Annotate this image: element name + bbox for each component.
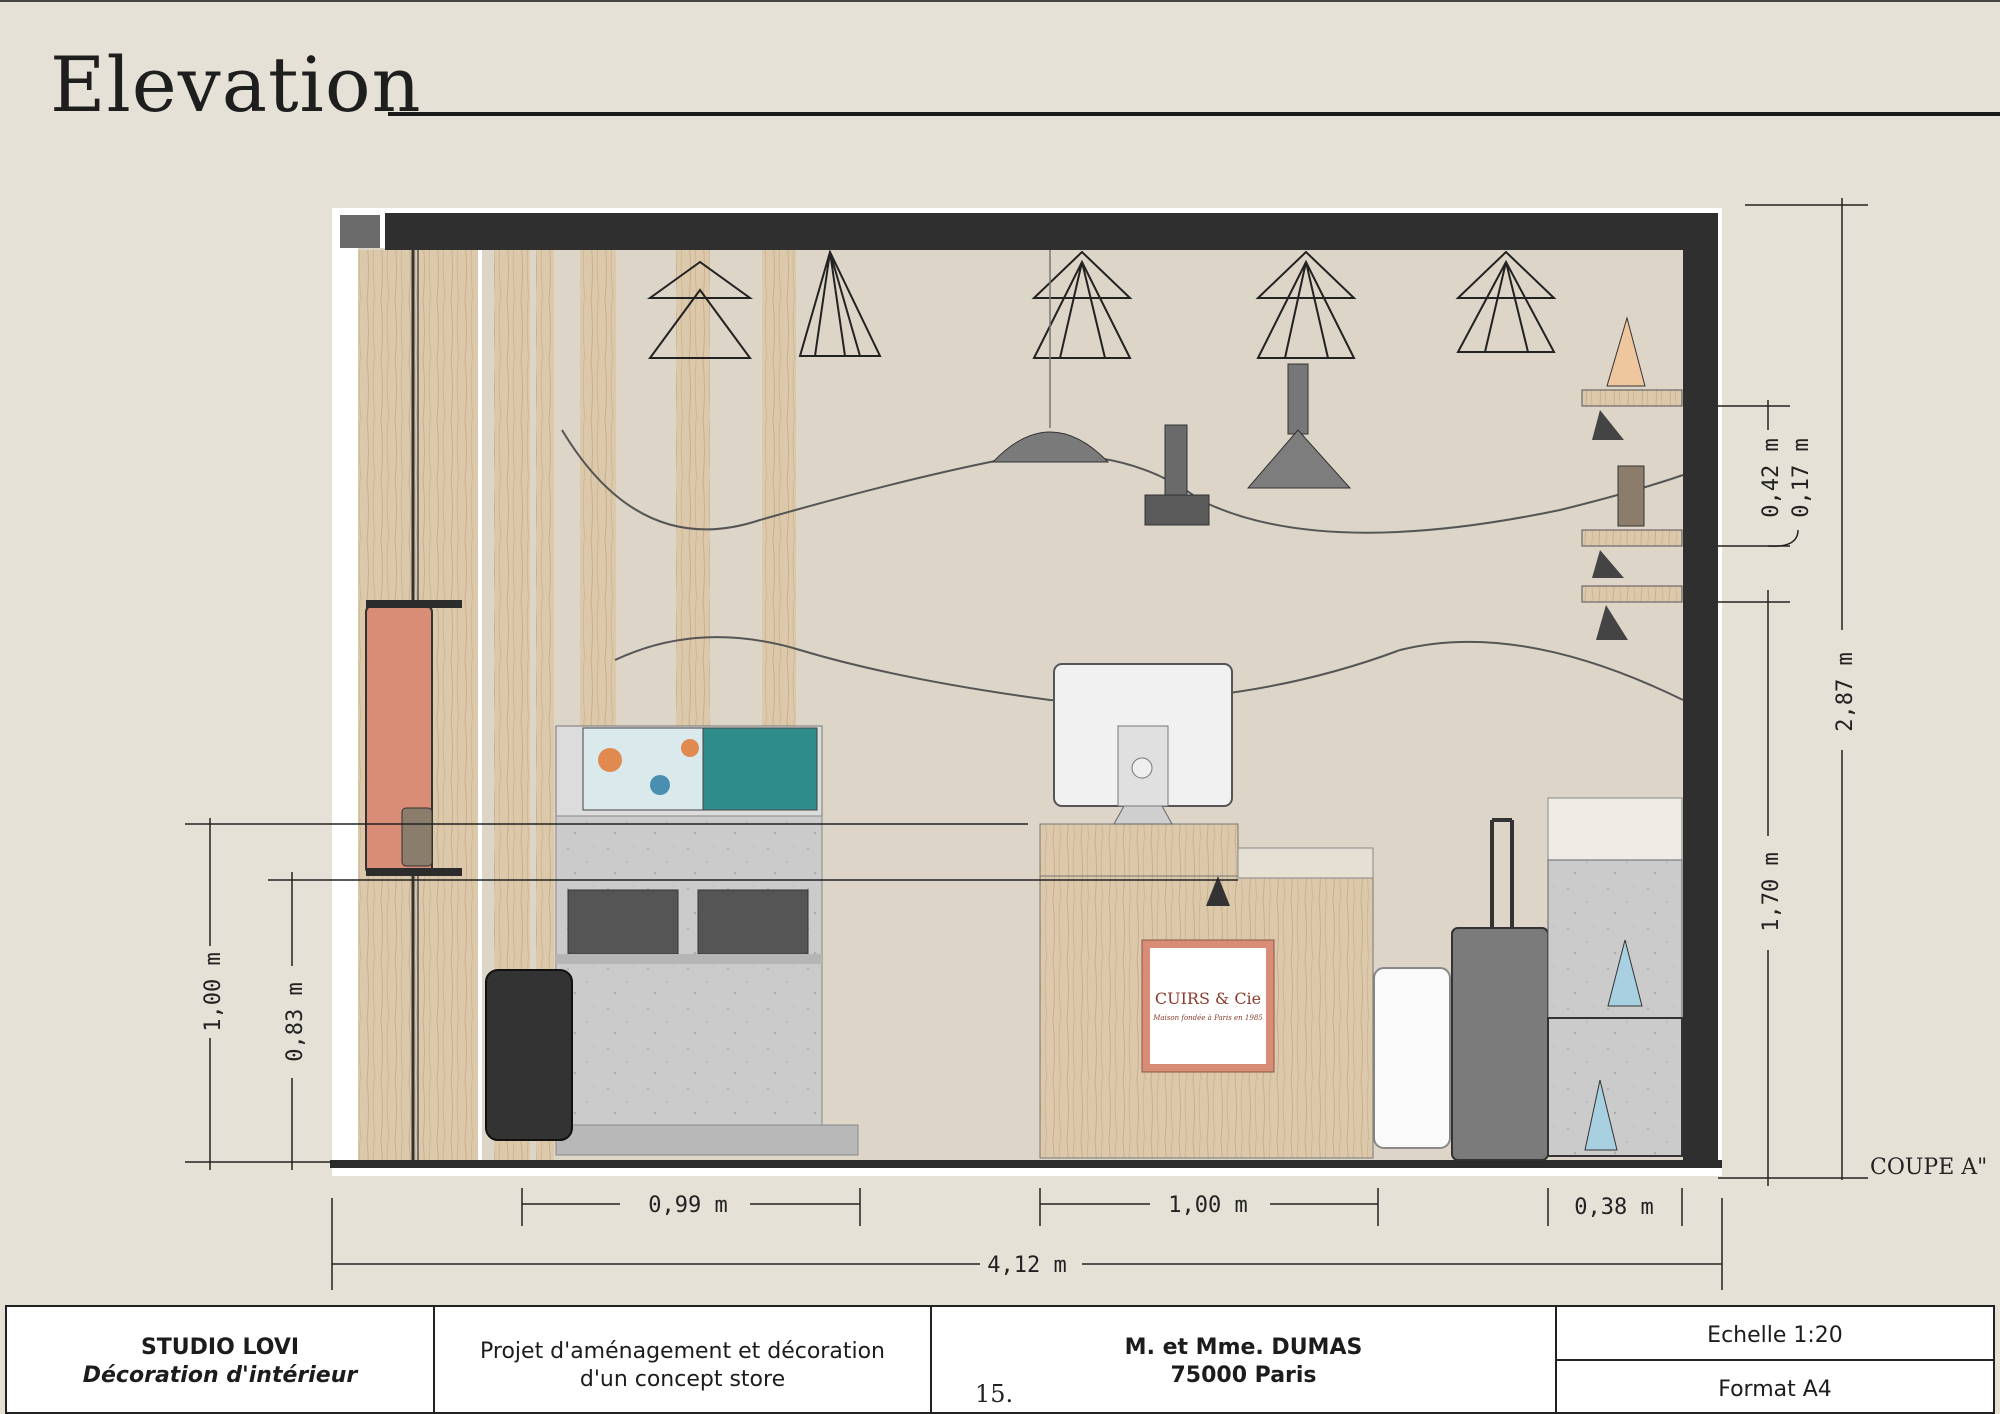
studio-cell: STUDIO LOVI Décoration d'intérieur <box>7 1307 435 1412</box>
concrete-storage-unit <box>1547 797 1683 1157</box>
computer-monitor <box>1053 663 1233 825</box>
scale-format-cell: Echelle 1:20 Format A4 <box>1557 1307 1993 1412</box>
studio-subtitle: Décoration d'intérieur <box>82 1363 358 1388</box>
white-suitcase <box>1373 967 1451 1149</box>
counter-sign-brand: CUIRS & Cie <box>1155 989 1261 1008</box>
wire-pendant-lights <box>646 249 1557 359</box>
dim-total-width: 4,12 m <box>987 1253 1066 1278</box>
title-underline <box>388 112 2000 116</box>
top-border-line <box>0 0 2000 2</box>
client-name: M. et Mme. DUMAS <box>1124 1335 1363 1360</box>
ceiling-beam <box>385 213 1718 250</box>
studio-name: STUDIO LOVI <box>140 1335 300 1360</box>
scale-label: Echelle 1:20 <box>1707 1323 1843 1348</box>
dim-counter-width: 1,00 m <box>1168 1193 1247 1218</box>
wall-shelves <box>1581 316 1683 640</box>
dim-display-width: 0,99 m <box>648 1193 727 1218</box>
section-label: COUPE A" <box>1870 1155 1987 1180</box>
project-cell: Projet d'aménagement et décoration d'un … <box>435 1307 932 1412</box>
sales-counter <box>1039 823 1374 1159</box>
title-block: STUDIO LOVI Décoration d'intérieur Proje… <box>5 1305 1995 1414</box>
project-line-2: d'un concept store <box>579 1367 786 1392</box>
scale-format-divider <box>1557 1359 1993 1361</box>
black-suitcase <box>485 969 573 1141</box>
page-title: Elevation <box>50 40 422 129</box>
cone-pendant-lamp <box>1246 363 1352 489</box>
dim-shelf-spacing-2: 0,17 m <box>1789 438 1814 517</box>
display-unit <box>555 725 859 1156</box>
page-number: 15. <box>975 1380 1014 1408</box>
project-line-1: Projet d'aménagement et décoration <box>480 1339 885 1364</box>
elevation-drawing: 4,12 m 0,99 m 1,00 m 0,38 m 2,87 m 1,70 … <box>185 198 1987 1290</box>
dim-height-table: 0,83 m <box>283 982 308 1061</box>
format-label: Format A4 <box>1718 1377 1832 1402</box>
dim-shelf-spacing-1: 0,42 m <box>1759 438 1784 517</box>
counter-sign-tagline: Maison fondée à Paris en 1985 <box>1152 1014 1263 1022</box>
dimension-lines <box>185 198 1868 1290</box>
dim-height-counter: 1,00 m <box>201 952 226 1031</box>
wall-cabinet <box>365 600 462 876</box>
right-wall <box>1683 250 1718 1162</box>
client-cell: M. et Mme. DUMAS 75000 Paris <box>932 1307 1557 1412</box>
cylinder-pendant-lamp <box>1144 424 1210 526</box>
dim-height-wall: 1,70 m <box>1759 852 1784 931</box>
dim-height-total: 2,87 m <box>1833 652 1858 731</box>
floor-line <box>330 1160 1722 1168</box>
ceiling-beam-end <box>340 215 380 248</box>
client-city: 75000 Paris <box>1170 1363 1317 1388</box>
dome-pendant-lamp <box>991 250 1110 463</box>
dim-shelf-width: 0,38 m <box>1574 1195 1653 1220</box>
